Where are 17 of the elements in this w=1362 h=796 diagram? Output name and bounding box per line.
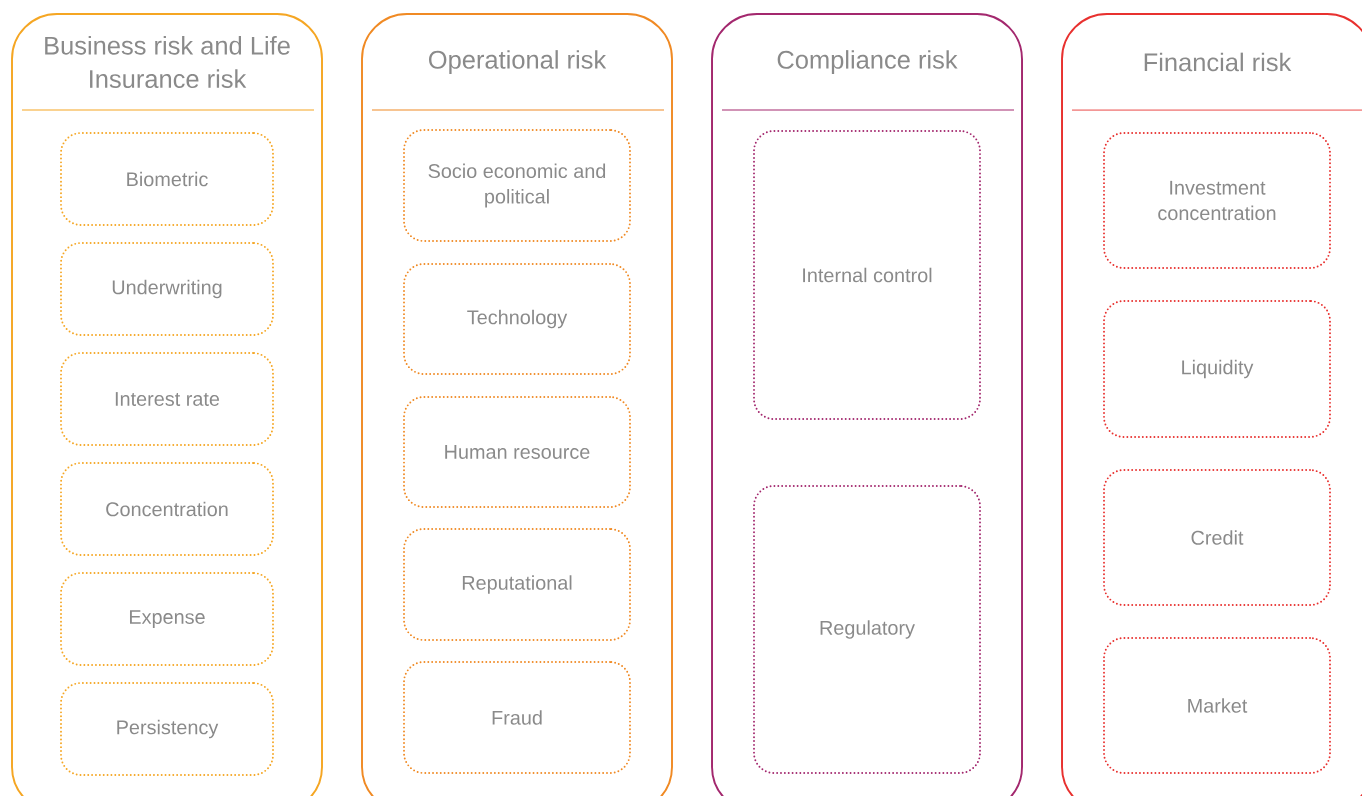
risk-box: Reputational (403, 528, 631, 641)
risk-box: Underwriting (60, 242, 274, 336)
risk-box: Persistency (60, 682, 274, 776)
risk-box: Investment concentration (1103, 132, 1331, 269)
risk-box: Technology (403, 263, 631, 375)
risk-box: Socio economic and political (403, 129, 631, 242)
risk-box: Liquidity (1103, 300, 1331, 438)
risk-box: Market (1103, 637, 1331, 774)
risk-box: Regulatory (753, 485, 981, 774)
risk-box: Credit (1103, 469, 1331, 606)
risk-box: Biometric (60, 132, 274, 226)
risk-box: Expense (60, 572, 274, 666)
risk-box: Interest rate (60, 352, 274, 446)
risk-box: Human resource (403, 396, 631, 508)
risk-box: Internal control (753, 130, 981, 420)
risk-box: Fraud (403, 661, 631, 774)
risk-box: Concentration (60, 462, 274, 556)
